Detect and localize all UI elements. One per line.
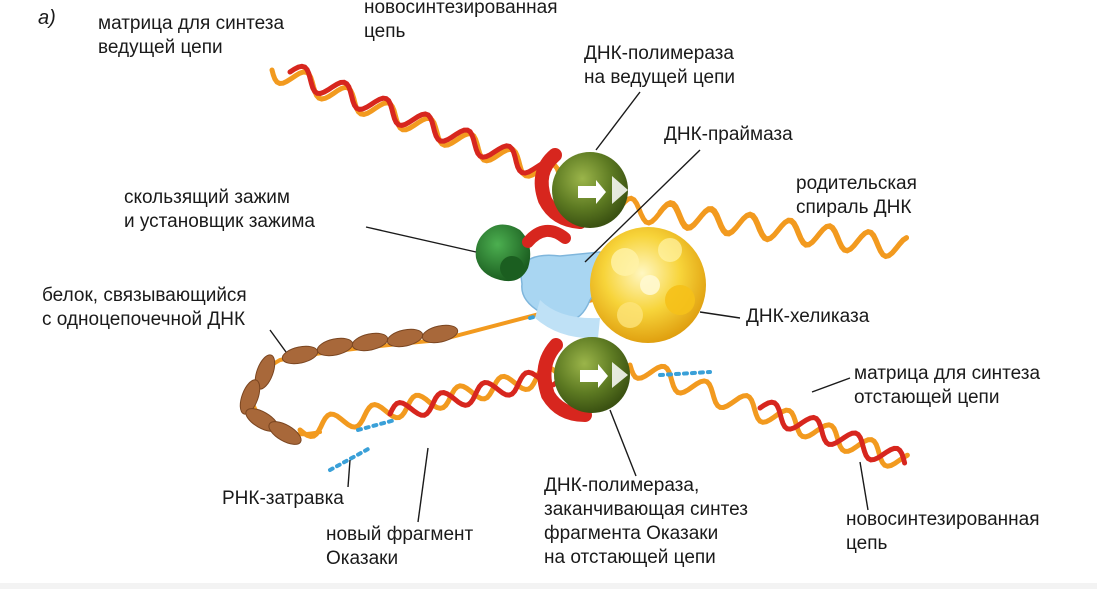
dna-strands	[269, 63, 910, 469]
label-line: цепь	[846, 533, 888, 554]
parent-strand-b	[657, 199, 909, 259]
rna-primer-upper	[356, 418, 397, 432]
label-lagging-template: матрица для синтеза отстающей цепи	[854, 362, 1040, 410]
ssb-protein	[239, 379, 261, 415]
label-line: скользящий зажим	[124, 187, 290, 208]
ssb-protein	[281, 345, 319, 365]
label-line: Оказаки	[326, 548, 399, 569]
primase-icon	[519, 251, 608, 339]
label-primase: ДНК-праймаза	[664, 123, 793, 147]
label-line: матрица для синтеза	[854, 363, 1041, 384]
label-okazaki: новый фрагмент Оказаки	[326, 523, 473, 571]
rna-primer-right	[658, 370, 712, 377]
label-line: на ведущей цепи	[584, 67, 735, 88]
ssb-protein	[421, 324, 459, 344]
label-line: и установщик зажима	[124, 211, 315, 232]
label-rna-primer: РНК-затравка	[222, 487, 344, 511]
ssb-protein-icon	[239, 283, 652, 445]
leader-lines	[269, 91, 869, 523]
label-line: спираль ДНК	[796, 197, 912, 218]
label-polymerase-leading: ДНК-полимераза на ведущей цепи	[584, 42, 735, 90]
okazaki-new-fragment	[387, 369, 563, 418]
label-line: матрица для синтеза	[98, 13, 285, 34]
label-line: родительская	[796, 173, 917, 194]
lagging-new-strand	[757, 399, 908, 466]
panel-letter: а)	[38, 7, 56, 29]
label-line: с одноцепочечной ДНК	[42, 309, 246, 330]
label-line: цепь	[364, 21, 406, 42]
label-new-strand-bottom: новосинтезированная цепь	[846, 508, 1040, 556]
label-line: заканчивающая синтез	[544, 499, 748, 520]
polymerase-lagging-icon	[537, 337, 630, 422]
clamp-icon	[475, 224, 571, 282]
label-parent-helix: родительская спираль ДНК	[796, 172, 917, 220]
label-helicase: ДНК-хеликаза	[746, 305, 869, 329]
label-new-strand-top: новосинтезированная цепь	[364, 0, 558, 44]
label-ssb: белок, связывающийся с одноцепочечной ДН…	[42, 284, 247, 332]
label-line: ДНК-праймаза	[664, 124, 793, 145]
label-line: новосинтезированная	[846, 509, 1040, 530]
helicase-icon	[590, 227, 706, 343]
label-line: на отстающей цепи	[544, 547, 716, 568]
lagging-template-strand	[627, 362, 910, 469]
label-line: новый фрагмент	[326, 524, 474, 545]
label-line: ДНК-хеликаза	[746, 306, 870, 327]
leading-new-strand	[287, 63, 554, 176]
label-clamp: скользящий зажим и установщик зажима	[124, 186, 315, 234]
label-line: ДНК-полимераза,	[544, 475, 700, 496]
ssb-protein	[268, 421, 302, 445]
label-line: новосинтезированная	[364, 0, 558, 18]
polymerase-leading-icon	[534, 148, 628, 229]
rna-primer-left	[328, 446, 372, 472]
label-line: ДНК-полимераза	[584, 43, 734, 64]
label-line: отстающей цепи	[854, 387, 1000, 408]
label-line: ведущей цепи	[98, 37, 223, 58]
label-line: фрагмента Оказаки	[544, 523, 719, 544]
label-leading-template: матрица для синтеза ведущей цепи	[98, 12, 284, 60]
label-line: белок, связывающийся	[42, 285, 247, 306]
label-line: РНК-затравка	[222, 488, 344, 509]
label-polymerase-lagging: ДНК-полимераза, заканчивающая синтез фра…	[544, 474, 748, 570]
